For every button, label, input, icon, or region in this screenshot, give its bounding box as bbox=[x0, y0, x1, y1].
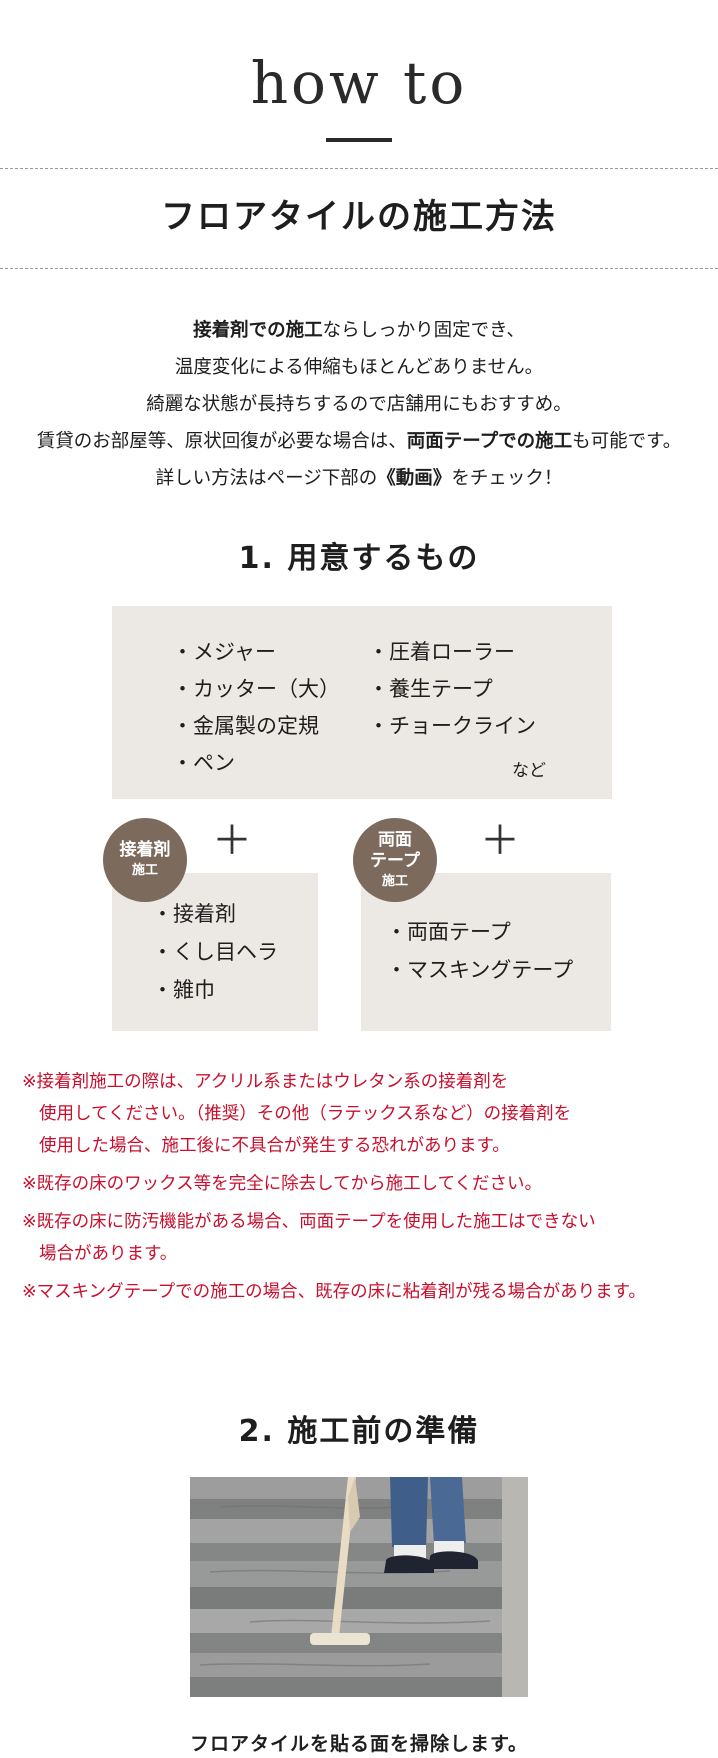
note-line: 使用した場合、施工後に不具合が発生する恐れがあります。 bbox=[39, 1136, 510, 1156]
tools-list-right: ・圧着ローラー ・養生テープ ・チョークライン bbox=[368, 634, 536, 745]
note-line: ※既存の床のワックス等を完全に除去してから施工してください。 bbox=[22, 1174, 543, 1194]
glue-item: ・くし目ヘラ bbox=[152, 940, 278, 964]
tape-items-list: ・両面テープ ・マスキングテープ bbox=[386, 913, 573, 989]
intro-line-1-rest: ならしっかり固定でき、 bbox=[322, 320, 525, 341]
tool-item: ・圧着ローラー bbox=[368, 640, 515, 664]
divider-bottom bbox=[0, 268, 718, 269]
glue-badge-title: 接着剤 bbox=[119, 840, 171, 860]
section-1-heading: 1. 用意するもの bbox=[238, 541, 480, 576]
glue-item: ・接着剤 bbox=[152, 902, 236, 926]
note-line: ※接着剤施工の際は、アクリル系またはウレタン系の接着剤を bbox=[22, 1072, 509, 1092]
intro-line-4: 賃貸のお部屋等、原状回復が必要な場合は、両面テープでの施工も可能です。 bbox=[0, 423, 718, 460]
section-2-heading: 2. 施工前の準備 bbox=[238, 1414, 480, 1449]
tape-badge-line1: 両面 bbox=[378, 830, 412, 850]
intro-line-3: 綺麗な状態が長持ちするので店舗用にもおすすめ。 bbox=[146, 394, 572, 415]
photo-caption: フロアタイルを貼る面を掃除します。 bbox=[189, 1733, 529, 1755]
intro-line-4-post: も可能です。 bbox=[572, 431, 682, 452]
section-title: フロアタイルの施工方法 bbox=[161, 197, 557, 237]
intro-line-5: 詳しい方法はページ下部の《動画》をチェック！ bbox=[0, 460, 718, 497]
intro-line-5-pre: 詳しい方法はページ下部の bbox=[155, 468, 378, 489]
plus-icon: ＋ bbox=[480, 818, 520, 864]
tool-item: ・カッター（大） bbox=[172, 677, 340, 701]
tape-badge-sub: 施工 bbox=[381, 874, 408, 889]
intro-line-2: 温度変化による伸縮もほとんどありません。 bbox=[174, 357, 544, 378]
glue-method-badge: 接着剤 施工 bbox=[103, 818, 187, 902]
tools-box: ・メジャー ・カッター（大） ・金属製の定規 ・ペン ・圧着ローラー ・養生テー… bbox=[112, 606, 612, 799]
page-title: how to bbox=[250, 49, 468, 117]
intro-bold-glue: 接着剤での施工 bbox=[193, 320, 323, 341]
cleaning-photo bbox=[190, 1477, 528, 1697]
note-line: 使用してください。（推奨）その他（ラテックス系など）の接着剤を bbox=[39, 1104, 572, 1124]
intro-bold-tape: 両面テープでの施工 bbox=[406, 431, 573, 452]
tool-item: ・養生テープ bbox=[368, 677, 493, 701]
plus-icon: ＋ bbox=[212, 818, 252, 864]
caution-notes: ※接着剤施工の際は、アクリル系またはウレタン系の接着剤を 使用してください。（推… bbox=[22, 1066, 712, 1314]
tool-item: ・ペン bbox=[172, 751, 235, 775]
intro-line-1: 接着剤での施工ならしっかり固定でき、 bbox=[0, 312, 718, 349]
intro-text: 接着剤での施工ならしっかり固定でき、 温度変化による伸縮もほとんどありません。 … bbox=[0, 312, 718, 497]
note-line: ※既存の床に防汚機能がある場合、両面テープを使用した施工はできない bbox=[22, 1212, 596, 1232]
divider-top bbox=[0, 168, 718, 169]
tape-method-badge: 両面 テープ 施工 bbox=[353, 818, 437, 902]
tool-item: ・メジャー bbox=[172, 640, 276, 664]
cleaning-illustration bbox=[190, 1477, 528, 1697]
tools-list-left: ・メジャー ・カッター（大） ・金属製の定規 ・ペン bbox=[172, 634, 340, 782]
tape-item: ・マスキングテープ bbox=[386, 958, 574, 982]
intro-bold-video: 《動画》 bbox=[377, 468, 452, 489]
tape-badge-line2: テープ bbox=[370, 851, 420, 871]
intro-line-5-post: をチェック！ bbox=[451, 468, 563, 489]
tool-item: ・チョークライン bbox=[368, 714, 536, 738]
glue-badge-sub: 施工 bbox=[131, 863, 158, 878]
glue-items-list: ・接着剤 ・くし目ヘラ ・雑巾 bbox=[152, 895, 278, 1009]
glue-item: ・雑巾 bbox=[152, 978, 215, 1002]
note-line: 場合があります。 bbox=[39, 1244, 178, 1264]
note-line: ※マスキングテープでの施工の場合、既存の床に粘着剤が残る場合があります。 bbox=[22, 1282, 646, 1302]
title-underline bbox=[326, 138, 392, 142]
tape-item: ・両面テープ bbox=[386, 920, 511, 944]
tool-item: ・金属製の定規 bbox=[172, 714, 319, 738]
etc-label: など bbox=[512, 761, 546, 781]
intro-line-4-pre: 賃貸のお部屋等、原状回復が必要な場合は、 bbox=[36, 431, 407, 452]
